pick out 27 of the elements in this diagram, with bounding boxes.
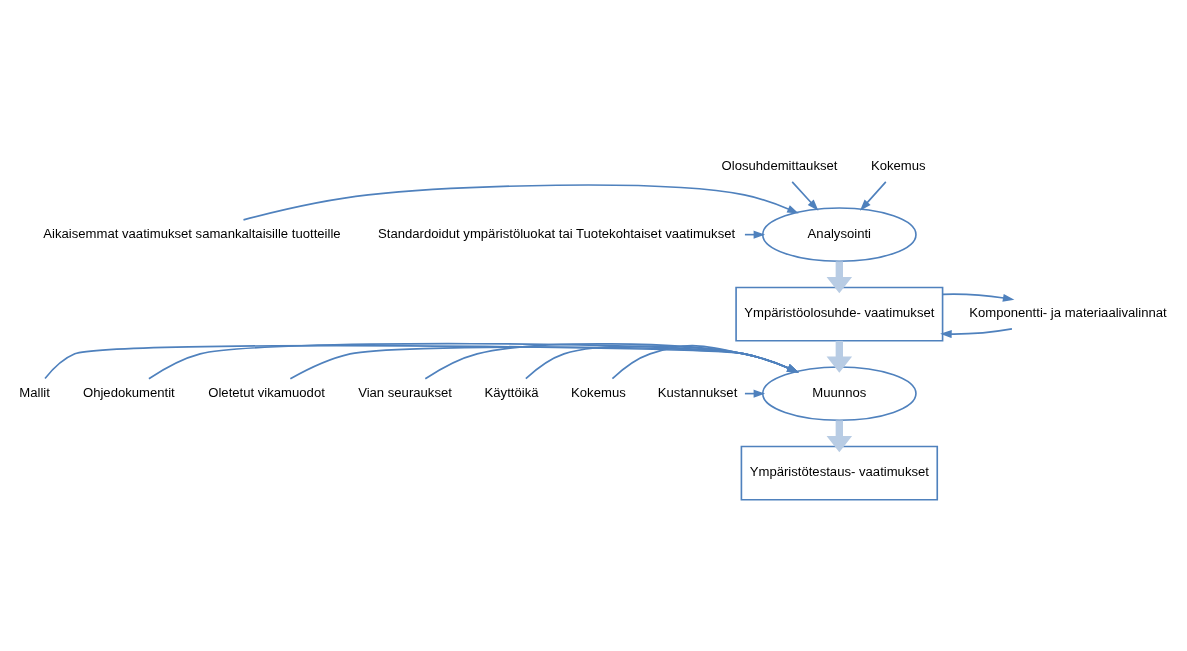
node-text: Olosuhdemittaukset: [721, 157, 838, 173]
arrow: [826, 419, 853, 452]
arrow: [791, 180, 819, 211]
node-text: Ohjedokumentit: [82, 384, 175, 400]
arrow: [424, 342, 799, 380]
node-text: Mallit: [19, 384, 50, 400]
node-text: Vian seuraukset: [358, 384, 452, 400]
arrow: [859, 180, 887, 211]
node-text: Oletetut vikamuodot: [208, 384, 325, 400]
arrow: [611, 344, 799, 379]
arrow: [826, 260, 853, 293]
node-text: Aikaisemmat vaatimukset samankaltaisille tuotteille: [43, 225, 341, 241]
node-text: Komponentti- ja materiaalivalinnat: [969, 304, 1167, 320]
node-box: Ympäristötestaus- vaatimukset: [740, 445, 939, 501]
node-text: Standardoidut ympäristöluokat tai Tuotekohtaiset vaatimukset: [378, 225, 736, 241]
arrow: [525, 344, 799, 379]
node-text: Käyttöikä: [484, 384, 539, 400]
arrow: [44, 344, 799, 379]
arrow: [940, 327, 1013, 338]
node-box: Ympäristöolosuhde- vaatimukset: [735, 286, 944, 342]
arrow: [148, 342, 799, 380]
node-text: Kokemus: [871, 157, 926, 173]
arrow: [289, 345, 799, 380]
arrow: [941, 292, 1015, 302]
node-text: Kustannukset: [657, 384, 738, 400]
arrow: [242, 183, 799, 221]
node-text: Kokemus: [571, 384, 626, 400]
